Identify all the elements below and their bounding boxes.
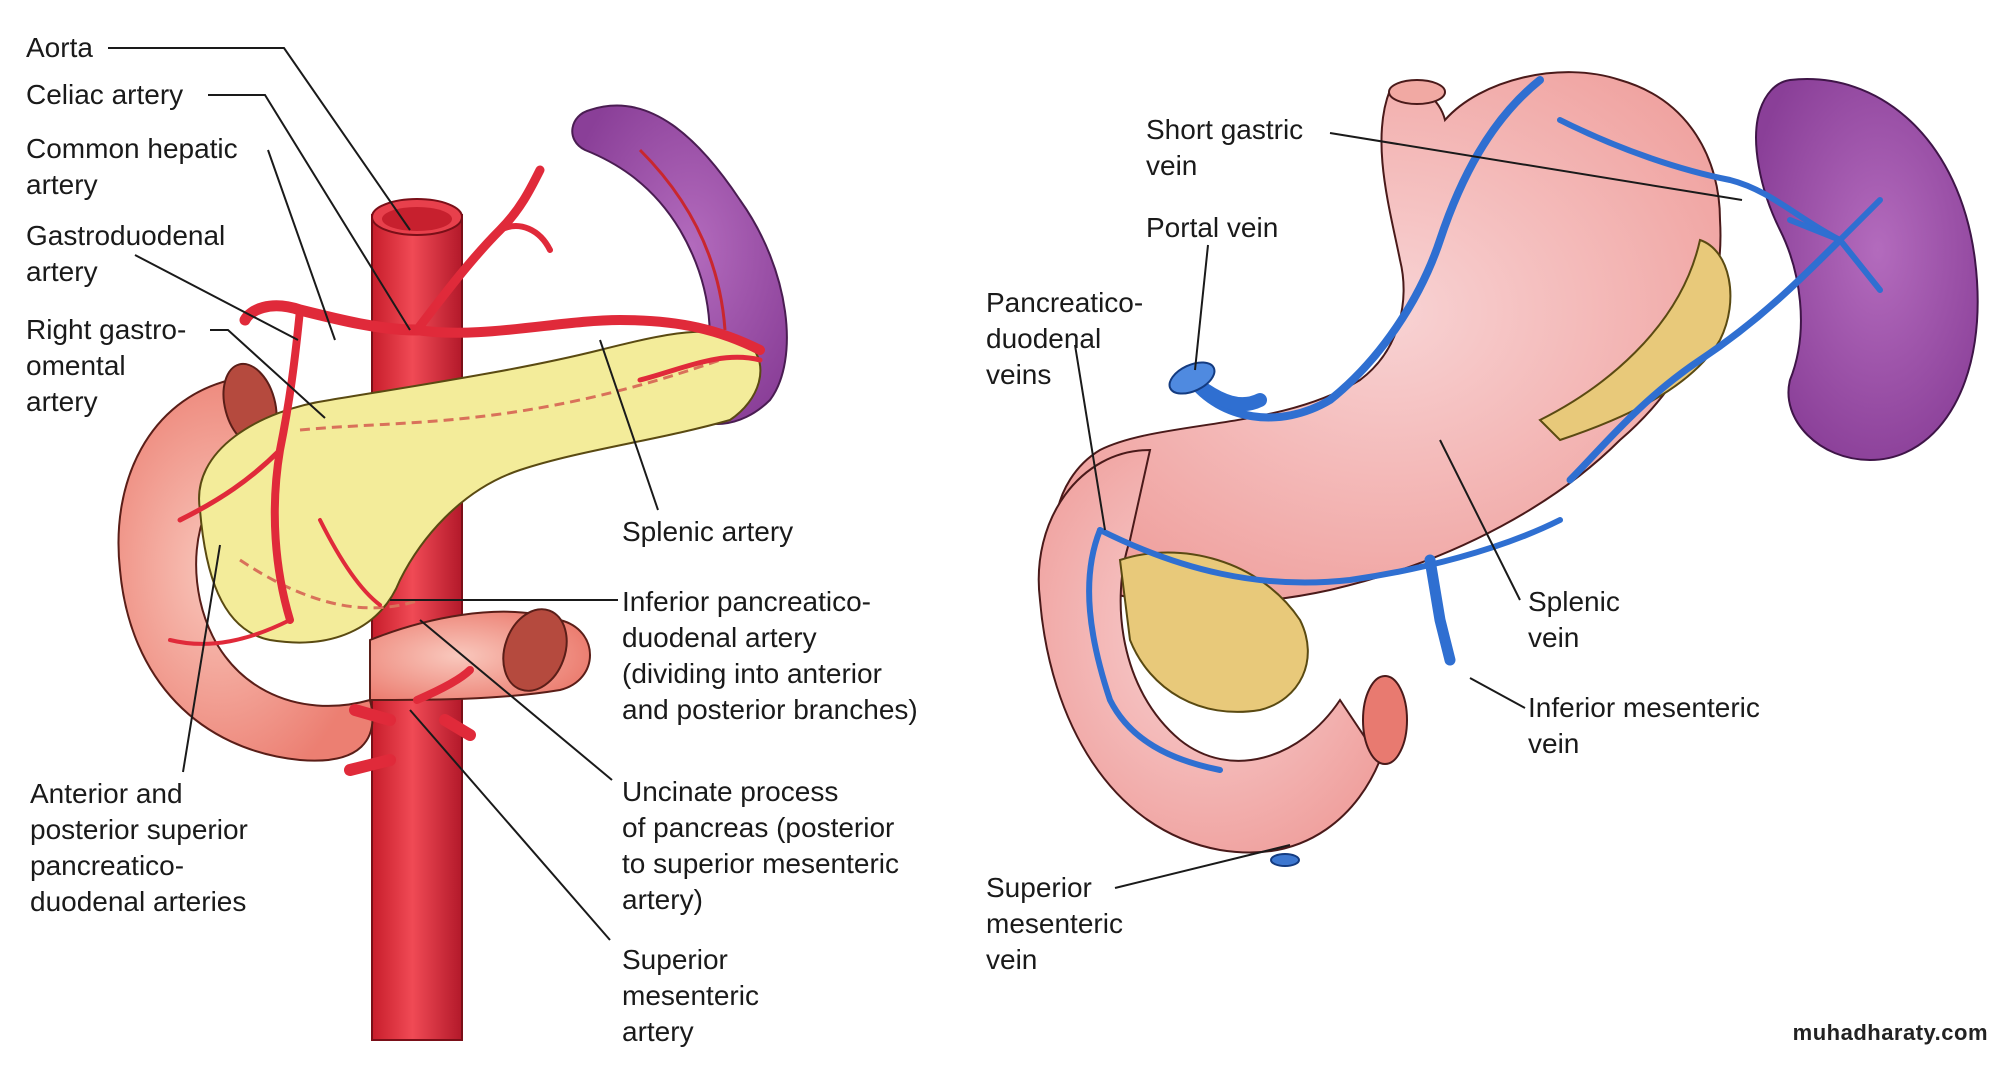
label-gastroduodenal-artery: Gastroduodenal artery [26,220,226,287]
left-illustration [108,47,788,1041]
arterial-tree [168,165,765,776]
label-aorta: Aorta [26,32,93,63]
leader-anterior-posterior [182,544,221,773]
leader-superior-mesenteric [1114,844,1291,889]
leader-portal [1194,244,1209,371]
watermark: muhadharaty.com [1792,1020,1988,1045]
label-splenic-vein: Splenic vein [1528,586,1620,653]
label-superior-mesenteric-artery: Superior mesenteric artery [622,944,759,1047]
leader-inferior-mesenteric [1469,677,1526,709]
label-right-gastroomental-artery: Right gastro- omental artery [26,314,187,417]
leader-short-gastric [1329,132,1743,201]
label-inferior-mesenteric-vein: Inferior mesenteric vein [1528,692,1760,759]
leader-aorta [108,47,411,231]
leader-gastroduodenal [134,254,299,341]
leader-uncinate [419,619,613,781]
pancreas-left [198,330,762,644]
label-inferior-pd-artery: Inferior pancreatico- duodenal artery (d… [622,586,918,725]
label-superior-mesenteric-vein: Superior mesenteric vein [986,872,1123,975]
pancreas-right [1538,238,1732,442]
label-pancreaticoduodenal-veins: Pancreatico- duodenal veins [986,287,1144,390]
duodenum-left [117,378,374,762]
label-short-gastric-vein: Short gastric vein [1146,114,1304,181]
leader-splenic [599,339,659,511]
label-portal-vein: Portal vein [1146,212,1279,243]
leader-splenic-vein [1439,439,1521,601]
leader-pd-veins [1074,344,1106,531]
label-uncinate-process: Uncinate process of pancreas (posterior … [622,776,900,915]
right-leader-lines [1074,132,1743,889]
portal-vein-opening [1168,361,1216,395]
leader-right-gastroomental [210,329,326,419]
label-common-hepatic-artery: Common hepatic artery [26,133,238,200]
left-leader-lines [108,47,659,941]
leader-celiac [208,94,411,331]
right-illustration [1037,71,1979,889]
stomach [1054,71,1722,605]
label-celiac-artery: Celiac artery [26,79,184,110]
leader-common-hepatic [267,149,336,341]
leader-sma [409,709,611,941]
label-splenic-artery: Splenic artery [622,516,794,547]
label-anterior-posterior-superior-pd-arteries: Anterior and posterior superior pancreat… [30,778,248,917]
